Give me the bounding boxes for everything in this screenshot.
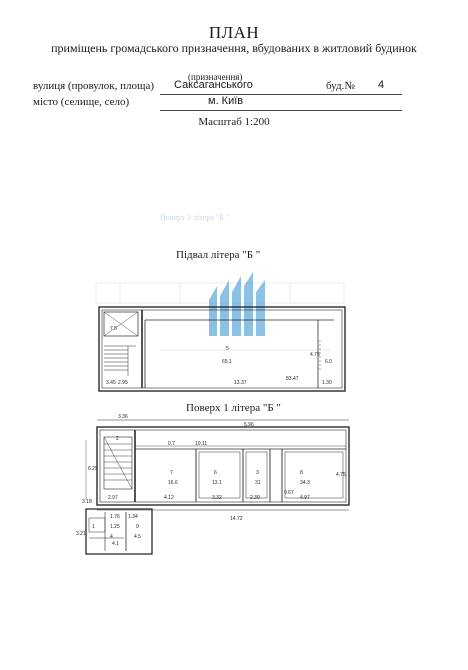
dim-b-4: 6.0: [325, 359, 332, 365]
dim-f-7: 4.12: [164, 495, 174, 501]
basement-label: Підвал літера "Б ": [176, 249, 261, 261]
dim-b-2: 13.37: [234, 380, 247, 386]
dim-f-15: 31: [255, 480, 261, 486]
dim-f-19: 1.25: [110, 524, 120, 530]
dim-f-8: 3.32: [212, 495, 222, 501]
dim-f-18: 3: [256, 470, 259, 476]
dim-f-28: 7: [170, 470, 173, 476]
dim-f-13: 16.6: [168, 480, 178, 486]
floor1-dimensions: 3.36 5.96 10.11 0.7 4.75 6.29 2.97 4.12 …: [76, 376, 346, 547]
basement-plan: [98, 306, 346, 392]
city-value: м. Київ: [208, 95, 244, 107]
area-basement: 83.47: [286, 376, 299, 382]
dim-b-6: 65.1: [222, 359, 232, 365]
faint-watermark-title: Поверх 2 літера "Б ": [160, 213, 229, 222]
street-value: Саксаганського: [174, 79, 253, 91]
dim-f-14: 13.1: [212, 480, 222, 486]
dim-f-5: 6.29: [88, 466, 98, 472]
dim-f-10: 4.97: [300, 495, 310, 501]
scale-label: Масштаб 1:200: [198, 116, 270, 128]
building-logo-icon: [209, 272, 265, 336]
document-title: ПЛАН: [208, 23, 260, 42]
purpose-note: (призначення): [188, 72, 243, 82]
dim-f-29: 4: [110, 534, 113, 540]
dim-f-1: 5.96: [244, 422, 254, 428]
dim-f-27: 2: [116, 436, 119, 442]
dim-f-23: 3.18: [82, 499, 92, 505]
building-value: 4: [378, 79, 385, 91]
building-label: буд.№: [326, 80, 355, 92]
dim-f-4: 4.75: [336, 472, 346, 478]
area-floor1: 9.67: [284, 490, 294, 496]
dim-f-6: 2.97: [108, 495, 118, 501]
dim-f-16: 34.3: [300, 480, 310, 486]
dim-f-0: 3.36: [118, 414, 128, 420]
document-subtitle: приміщень громадського призначення, вбуд…: [51, 41, 417, 55]
city-label: місто (селище, село): [33, 96, 130, 108]
dim-f-21: 4.1: [112, 541, 119, 547]
floor1-label: Поверх 1 літера "Б ": [186, 402, 281, 414]
dim-f-3: 0.7: [168, 441, 175, 447]
dim-f-12: 6: [214, 470, 217, 476]
city-underline: [160, 110, 402, 111]
plan-dimensions: 3.45 2.95 13.37 1.30 6.0 5 65.1 4.75 7.5: [106, 326, 332, 386]
dim-f-17: 8: [300, 470, 303, 476]
floor1-plan: [85, 419, 350, 555]
street-label: вулиця (провулок, площа): [33, 80, 155, 92]
dim-f-9: 2.30: [250, 495, 260, 501]
dim-f-25: 1.34: [128, 514, 138, 520]
dim-b-1: 2.95: [118, 380, 128, 386]
dim-f-20: 4.5: [134, 534, 141, 540]
dim-f-30: 9: [136, 524, 139, 530]
street-underline: [160, 94, 402, 95]
dim-b-8: 7.5: [110, 326, 117, 332]
dim-b-5: 5: [226, 346, 229, 352]
dim-f-11: 14.72: [230, 516, 243, 522]
dim-b-7: 4.75: [310, 352, 320, 358]
dim-f-22: 3.21: [76, 531, 86, 537]
dim-b-0: 3.45: [106, 380, 116, 386]
dim-b-3: 1.30: [322, 380, 332, 386]
dim-f-24: 1.76: [110, 514, 120, 520]
dim-f-26: 1: [92, 524, 95, 530]
dim-f-2: 10.11: [195, 441, 207, 447]
